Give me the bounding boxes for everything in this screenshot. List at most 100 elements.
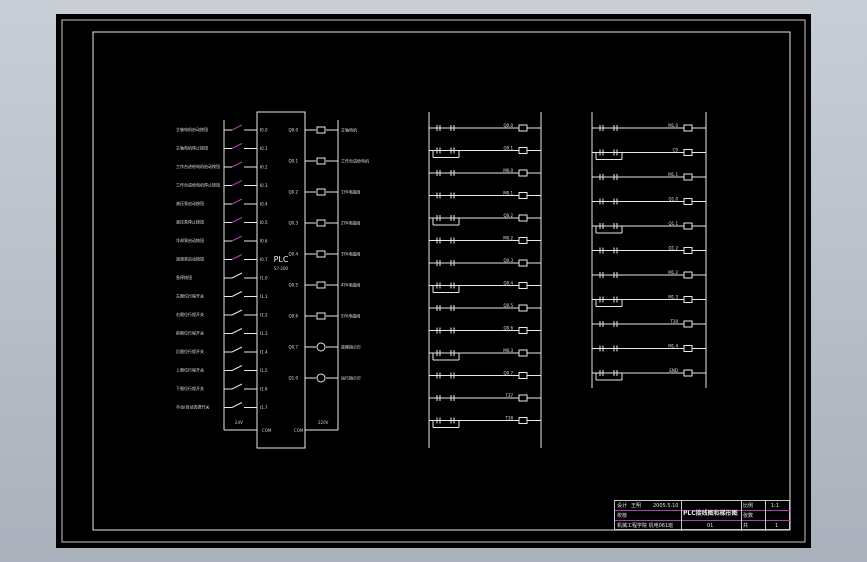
output-terminal-address: Q1.0 xyxy=(288,376,298,381)
input-label: 右限位行程开关 xyxy=(176,311,204,317)
ladder-coil xyxy=(518,349,528,357)
output-coil xyxy=(316,126,326,134)
input-label: 主轴电机停止按钮 xyxy=(176,145,208,151)
input-label: 主轴电机启动按钮 xyxy=(176,126,208,132)
input-switch-contact xyxy=(231,124,243,131)
input-label: 手动/自动选择开关 xyxy=(176,404,209,410)
output-coil xyxy=(316,250,326,258)
design-date: 2005.5.10 xyxy=(653,503,679,509)
output-label: 主轴电机 xyxy=(341,127,357,133)
input-label: 前限位行程开关 xyxy=(176,330,204,336)
ladder-coil-address: M0.2 xyxy=(503,236,513,241)
output-lamp xyxy=(316,373,326,383)
ladder-coil xyxy=(518,417,528,424)
output-coil xyxy=(316,157,326,165)
drawing-title: PLC接线图和梯形图 xyxy=(683,510,738,517)
department: 机械工程学院 机电061班 xyxy=(617,523,674,529)
ladder-coil xyxy=(518,237,528,244)
ladder-coil-address: M0.1 xyxy=(503,191,513,196)
input-switch-contact xyxy=(231,402,243,408)
title-block-divider xyxy=(681,501,682,531)
output-terminal-address: Q0.4 xyxy=(288,252,298,257)
ladder-coil-address: M0.3 xyxy=(503,348,513,353)
input-label: 润滑泵启动按钮 xyxy=(176,256,204,262)
output-coil xyxy=(316,281,326,289)
input-switch-contact xyxy=(231,272,243,279)
ladder-coil xyxy=(518,372,528,379)
ladder-coil xyxy=(518,169,528,177)
output-coil xyxy=(316,312,326,320)
sheet-background xyxy=(56,14,811,548)
output-label: 工作台进给电机 xyxy=(341,158,369,164)
title-block-divider xyxy=(741,501,742,531)
input-terminal-address: I0.3 xyxy=(260,183,268,188)
input-terminal-address: I1.1 xyxy=(260,294,268,299)
ladder-coil xyxy=(518,282,528,289)
ladder-coil xyxy=(518,124,528,132)
input-label: 工作台进给电机停止按钮 xyxy=(176,182,220,188)
ladder-coil-address: Q1.2 xyxy=(668,246,678,251)
ladder-coil xyxy=(683,173,693,181)
checker-label: 校核 xyxy=(617,513,628,519)
ladder-coil-address: M1.2 xyxy=(668,270,678,275)
ladder-coil xyxy=(683,247,693,254)
input-label: 上限位行程开关 xyxy=(176,367,204,373)
ladder-coil-address: Q0.6 xyxy=(503,326,513,331)
title-block-divider xyxy=(765,501,766,531)
ladder-coil xyxy=(683,149,693,156)
output-terminal-address: Q0.6 xyxy=(288,314,298,319)
scale-label: 比例 xyxy=(743,503,754,509)
supply-right: 220V xyxy=(318,420,329,425)
input-terminal-address: I0.0 xyxy=(260,128,268,133)
ladder-coil xyxy=(683,124,693,132)
input-switch-contact xyxy=(231,198,243,205)
qty-value: 1 xyxy=(775,523,779,529)
ladder-coil xyxy=(518,214,528,222)
ladder-coil-address: T39 xyxy=(669,319,678,324)
input-terminal-address: I1.5 xyxy=(260,368,268,373)
sheet-label: 张数 xyxy=(743,513,754,519)
input-terminal-address: I1.2 xyxy=(260,313,268,318)
output-label: 故障指示灯 xyxy=(341,344,361,350)
ladder-coil xyxy=(683,271,693,279)
ladder-coil xyxy=(683,222,693,230)
plc-box xyxy=(256,111,306,449)
ladder-coil-address: T38 xyxy=(504,416,513,421)
output-coil xyxy=(316,219,326,227)
qty-label: 共 xyxy=(743,523,749,529)
input-switch-contact xyxy=(231,143,243,149)
ladder-coil xyxy=(683,296,693,303)
ladder-coil-address: Q0.2 xyxy=(503,213,513,218)
output-label: 2YA电磁阀 xyxy=(341,220,360,226)
input-terminal-address: I1.0 xyxy=(260,276,268,281)
input-terminal-address: I0.7 xyxy=(260,257,268,262)
drawing-number: 01 xyxy=(707,523,714,529)
designer-name: 王明 xyxy=(631,503,642,509)
input-switch-contact xyxy=(231,180,243,186)
input-switch-contact xyxy=(231,291,243,297)
input-terminal-address: I0.2 xyxy=(260,165,268,170)
output-label: 4YA电磁阀 xyxy=(341,282,360,288)
input-switch-contact xyxy=(231,161,243,168)
input-switch-contact xyxy=(231,328,243,334)
ladder-coil-address: Q0.4 xyxy=(503,281,513,286)
ladder-coil-address: Q0.3 xyxy=(503,258,513,263)
ladder-coil-address: M1.3 xyxy=(668,295,678,300)
input-switch-contact xyxy=(231,235,243,242)
output-lamp xyxy=(316,342,326,352)
input-terminal-address: I1.3 xyxy=(260,331,268,336)
ladder-coil-address: Q1.0 xyxy=(668,197,678,202)
ladder-coil-address: M0.0 xyxy=(503,168,513,173)
title-block: 设计 王明 2005.5.10 校核 机械工程学院 机电061班 PLC接线图和… xyxy=(614,500,791,531)
plc-com-right: COM xyxy=(294,428,304,433)
input-label: 后限位行程开关 xyxy=(176,348,204,354)
ladder-coil-address: M1.4 xyxy=(668,344,678,349)
input-terminal-address: I0.1 xyxy=(260,146,268,151)
input-switch-contact xyxy=(231,383,243,390)
ladder-coil xyxy=(518,259,528,267)
title-block-rule xyxy=(615,520,791,521)
